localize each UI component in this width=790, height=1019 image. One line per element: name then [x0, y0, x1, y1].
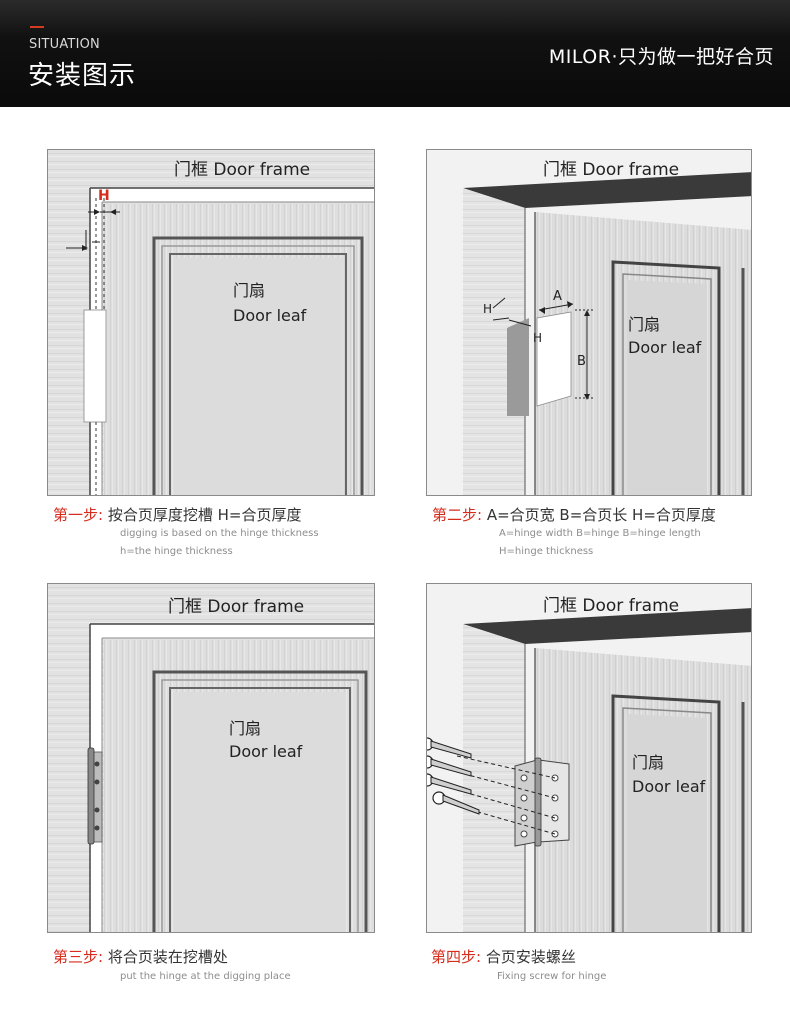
step2-illustration: 门框 Door frame H H A B 门扇 Door leaf [426, 149, 752, 496]
door-frame-label: 门框 Door frame [168, 597, 305, 617]
section-title-en: SITUATION [29, 37, 100, 52]
header-banner: SITUATION 安装图示 MILOR·只为做一把好合页 [0, 0, 790, 107]
step4-number: 第四步: [431, 948, 482, 966]
step4-caption: 第四步: 合页安装螺丝 [431, 946, 576, 967]
step1-number: 第一步: [53, 506, 104, 524]
section-title-cn: 安装图示 [28, 61, 137, 91]
door-leaf-label-cn: 门扇 [632, 753, 665, 772]
door-leaf-label-en: Door leaf [233, 306, 307, 325]
h-dimension-label-2: H [533, 331, 543, 345]
door-leaf-label-cn: 门扇 [233, 281, 266, 300]
door-frame-label: 门框 Door frame [543, 596, 680, 616]
h-dimension-label: H [483, 302, 493, 316]
step4-illustration: 门框 Door frame 门扇 Door leaf [426, 583, 752, 933]
step1-sub2: h=the hinge thickness [120, 546, 233, 557]
screw-icon [427, 773, 472, 795]
step3-sub1: put the hinge at the digging place [120, 971, 291, 982]
a-dimension-label: A [553, 289, 562, 304]
door-frame-label: 门框 Door frame [174, 160, 311, 180]
h-marker-label: H [98, 188, 110, 204]
step1-caption: 第一步: 按合页厚度挖槽 H=合页厚度 [53, 504, 301, 525]
step4-sub1: Fixing screw for hinge [497, 971, 607, 982]
brand-slogan: MILOR·只为做一把好合页 [548, 46, 774, 68]
step3-number: 第三步: [53, 948, 104, 966]
door-leaf-label-cn: 门扇 [229, 719, 262, 738]
door-leaf-label-en: Door leaf [229, 742, 303, 761]
step4-title: 合页安装螺丝 [481, 948, 576, 966]
step2-caption: 第二步: A=合页宽 B=合页长 H=合页厚度 [432, 504, 716, 525]
step3-caption: 第三步: 将合页装在挖槽处 [53, 946, 228, 967]
step2-title: A=合页宽 B=合页长 H=合页厚度 [482, 506, 716, 524]
screw-icon [427, 737, 472, 759]
door-leaf-label-en: Door leaf [632, 777, 706, 796]
door-frame-label: 门框 Door frame [543, 160, 680, 180]
screw-icon [432, 791, 480, 815]
step2-number: 第二步: [432, 506, 483, 524]
screw-icon [427, 755, 472, 777]
door-leaf-label-en: Door leaf [628, 338, 702, 357]
step1-illustration: 门框 Door frame H 门扇 Door leaf [47, 149, 375, 496]
step2-sub2: H=hinge thickness [499, 546, 594, 557]
step1-title: 按合页厚度挖槽 H=合页厚度 [103, 506, 302, 524]
step3-illustration: 门框 Door frame 门扇 Door leaf [47, 583, 375, 933]
step2-sub1: A=hinge width B=hinge B=hinge length [499, 528, 701, 539]
step3-title: 将合页装在挖槽处 [103, 948, 228, 966]
step1-sub1: digging is based on the hinge thickness [120, 528, 319, 539]
door-leaf-label-cn: 门扇 [628, 315, 661, 334]
b-dimension-label: B [577, 354, 586, 369]
accent-dash [30, 26, 44, 28]
